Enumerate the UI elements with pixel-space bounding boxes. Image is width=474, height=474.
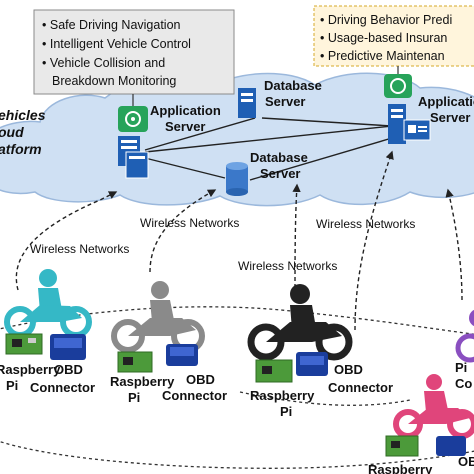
service-item: Driving Behavior Predi <box>328 13 452 27</box>
app-server-left <box>118 106 149 179</box>
raspberry-pi-label: Raspberry <box>250 388 315 403</box>
server-mesh <box>144 117 393 181</box>
database-server-top-label: Database <box>264 78 322 93</box>
motorcycle-rider-icon-purple <box>455 309 474 363</box>
raspberry-pi-label: Raspberry <box>0 362 61 377</box>
app-server-left-label: Server <box>165 119 205 134</box>
service-item: Predictive Maintenan <box>328 49 445 63</box>
obd-connector-label: OBD <box>334 362 363 377</box>
raspberry-pi-label: Pi <box>280 404 292 419</box>
svg-text:• Vehicle Collision and: • Vehicle Collision and <box>42 56 165 70</box>
wireless-networks-label: Wireless Networks <box>316 217 415 231</box>
obd-connector <box>296 352 328 376</box>
wireless-networks-label: Wireless Networks <box>140 216 239 230</box>
raspberry-pi-board <box>255 359 293 383</box>
obd-connector-label: Connector <box>30 380 95 395</box>
app-server-right-label: Applicatio <box>418 94 474 109</box>
service-item: Usage-based Insuran <box>328 31 448 45</box>
app-server-right <box>384 74 431 144</box>
database-server-top-label: Server <box>265 94 305 109</box>
service-item: Intelligent Vehicle Control <box>50 37 191 51</box>
services-right-box: • Driving Behavior Predi • Usage-based I… <box>313 5 474 67</box>
raspberry-pi-label: Raspberry <box>368 462 433 474</box>
database-server-mid-label: Database <box>250 150 308 165</box>
obd-connector-label: Connector <box>328 380 393 395</box>
raspberry-pi-label: Pi <box>6 378 18 393</box>
cloud-label-line2: oud <box>0 124 24 140</box>
svg-text:• Usage-based Insuran: • Usage-based Insuran <box>320 31 447 45</box>
service-item: Vehicle Collision and <box>50 56 165 70</box>
motorcycle-rider-icon-dark <box>247 284 353 361</box>
services-left-box: • Safe Driving Navigation • Intelligent … <box>33 9 235 95</box>
server-icon <box>118 136 149 179</box>
obd-connector-label: OBD <box>54 362 83 377</box>
svg-text:• Driving Behavior Predi: • Driving Behavior Predi <box>320 13 452 27</box>
service-item: Safe Driving Navigation <box>50 18 181 32</box>
raspberry-pi-board <box>117 351 153 373</box>
obd-connector <box>436 436 466 456</box>
raspberry-pi-label: Raspberry <box>110 374 175 389</box>
obd-connector <box>50 334 86 360</box>
raspberry-pi-board <box>385 435 419 457</box>
database-server-top-icon <box>238 88 256 118</box>
obd-connector-label: Co <box>455 376 472 391</box>
obd-connector <box>166 344 198 366</box>
database-server-mid-icon <box>226 162 248 196</box>
raspberry-pi-label: Pi <box>128 390 140 405</box>
database-server-mid-label: Server <box>260 166 300 181</box>
brain-icon <box>384 74 412 98</box>
server-icon <box>388 104 431 144</box>
vehicle-network-loop-mid <box>239 391 411 406</box>
vehicle-network-loop-bottom <box>0 440 474 469</box>
motorcycle-rider-icon-pink <box>393 374 474 439</box>
cloud-label-line1: ehicles <box>0 107 46 123</box>
svg-text:• Intelligent Vehicle Control: • Intelligent Vehicle Control <box>42 37 191 51</box>
obd-connector-label: OBD <box>186 372 215 387</box>
obd-connector-label: OBD <box>458 454 474 469</box>
motorcycle-rider-icon-grey <box>111 281 205 353</box>
wireless-networks-label: Wireless Networks <box>238 259 337 273</box>
obd-connector-label: Connector <box>162 388 227 403</box>
svg-text:• Predictive Maintenan: • Predictive Maintenan <box>320 49 445 63</box>
cloud-label-line3: atform <box>0 141 42 157</box>
wireless-links <box>15 150 463 331</box>
raspberry-pi-board <box>5 333 43 355</box>
app-server-left-label: Application <box>150 103 221 118</box>
app-server-right-label: Server <box>430 110 470 125</box>
cloud-platform <box>0 72 474 207</box>
wireless-networks-label: Wireless Networks <box>30 242 129 256</box>
svg-text:• Safe Driving Navigation: • Safe Driving Navigation <box>42 18 181 32</box>
raspberry-pi-label: Pi <box>455 360 467 375</box>
service-item: Breakdown Monitoring <box>52 74 176 88</box>
